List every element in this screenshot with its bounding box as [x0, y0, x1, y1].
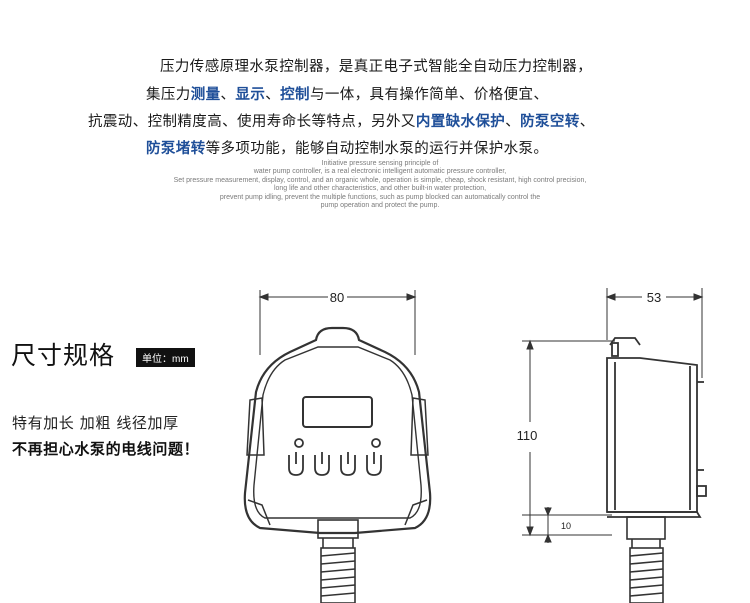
intro-line-2: 集压力测量、显示、控制与一体，具有操作简单、价格便宜、: [146, 83, 548, 104]
highlight-display: 显示: [235, 87, 266, 103]
controller-housing: [243, 326, 432, 535]
depth-label: 53: [647, 290, 661, 305]
control-buttons: [288, 452, 382, 476]
highlight-control: 控制: [280, 87, 310, 103]
intro-text: 、: [579, 114, 595, 130]
intro-en-line: prevent pump idling, prevent the multipl…: [219, 193, 541, 201]
height-dimension: [522, 339, 615, 543]
intro-text: 、: [220, 87, 236, 103]
intro-english: Initiative pressure sensing principle of…: [150, 160, 610, 210]
intro-en-line: long life and other characteristics, and…: [273, 185, 487, 193]
spec-title: 尺寸规格: [11, 341, 116, 370]
thread-label: 10: [561, 521, 571, 531]
depth-dimension: [605, 288, 704, 378]
intro-en-line: water pump controller, is a real electro…: [253, 168, 507, 176]
indicator-led-left: [294, 438, 304, 448]
intro-en-line: Initiative pressure sensing principle of: [321, 160, 439, 167]
lcd-display: [302, 396, 373, 428]
controller-side-body: [606, 337, 707, 518]
width-label: 80: [330, 290, 344, 305]
intro-text: 、: [265, 87, 281, 103]
intro-en-line: pump operation and protect the pump.: [320, 202, 440, 210]
intro-text: 与一体，具有操作简单、价格便宜、: [309, 87, 549, 103]
intro-line-4: 防泵堵转等多项功能，能够自动控制水泵的运行并保护水泵。: [146, 137, 548, 158]
intro-en-line: Set pressure measurement, display, contr…: [173, 176, 587, 184]
highlight-measure: 测量: [190, 87, 221, 103]
highlight-block-protection: 防泵堵转: [146, 141, 206, 157]
height-label: 110: [517, 428, 538, 443]
intro-text: 抗震动、控制精度高、使用寿命长等特点，另外又: [88, 114, 416, 130]
highlight-idle-protection: 防泵空转: [520, 114, 580, 130]
intro-text: 压力传感原理水泵控制器，是真正电子式智能全自动压力控制器，: [160, 59, 593, 75]
feature-line-1: 特有加长 加粗 线径加厚: [12, 414, 179, 432]
width-dimension: [258, 290, 417, 355]
intro-text: 、: [505, 114, 521, 130]
intro-line-3: 抗震动、控制精度高、使用寿命长等特点，另外又内置缺水保护、防泵空转、: [88, 110, 595, 131]
intro-line-1: 压力传感原理水泵控制器，是真正电子式智能全自动压力控制器，: [160, 55, 592, 76]
intro-text: 集压力: [146, 87, 191, 103]
intro-text: 等多项功能，能够自动控制水泵的运行并保护水泵。: [205, 141, 549, 157]
highlight-water-protection: 内置缺水保护: [415, 114, 506, 130]
pipe-fitting-front: [317, 519, 359, 603]
indicator-led-right: [371, 438, 381, 448]
unit-badge: 单位：mm: [136, 348, 195, 367]
pipe-fitting-side: [626, 516, 666, 603]
feature-line-2: 不再担心水泵的电线问题！: [12, 440, 200, 458]
